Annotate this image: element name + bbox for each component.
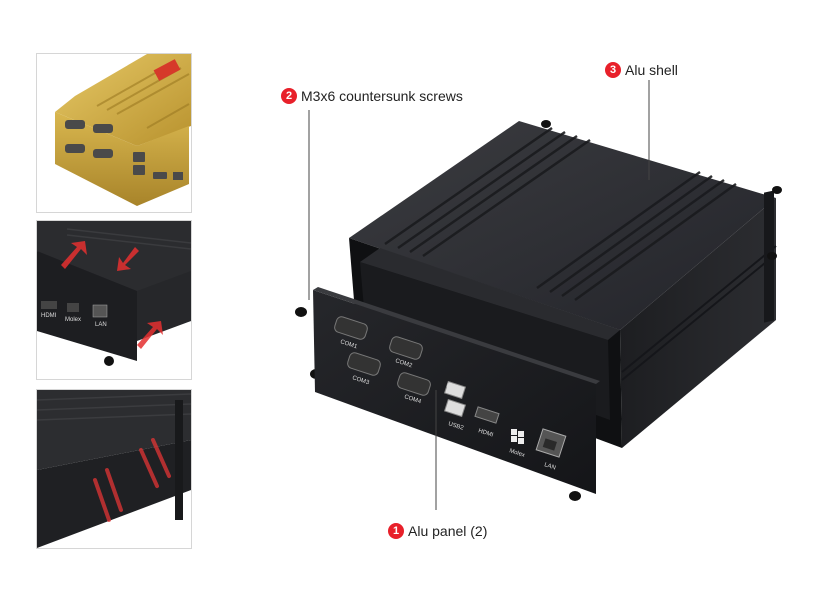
panel-com4-label: COM4 xyxy=(403,394,422,405)
thumbnail-panel-assembly[interactable]: HDMI Molex LAN xyxy=(36,220,192,380)
panel-hdmi-label: HDMI xyxy=(477,428,494,439)
panel-com1-label: COM1 xyxy=(339,339,358,350)
callout-number-badge: 1 xyxy=(388,523,404,539)
panel-assembly-image: HDMI Molex LAN xyxy=(37,221,191,379)
panel-usb1-label: USB1 xyxy=(445,383,462,394)
callout-number-badge: 2 xyxy=(281,88,297,104)
callout-panel-text: Alu panel (2) xyxy=(408,523,488,539)
gold-enclosure-image xyxy=(55,54,191,206)
callout-shell: 3 Alu shell xyxy=(605,62,678,78)
panel-com3-label: COM3 xyxy=(351,375,370,386)
callout-screws-text: M3x6 countersunk screws xyxy=(301,88,463,104)
callout-screws: 2 M3x6 countersunk screws xyxy=(281,88,463,104)
thumb2-lan-label: LAN xyxy=(95,322,107,328)
panel-com2-label: COM2 xyxy=(394,358,413,369)
thumb2-molex-label: Molex xyxy=(65,317,81,323)
thumbnail-gold-enclosure[interactable] xyxy=(36,53,192,213)
callout-panel: 1 Alu panel (2) xyxy=(388,523,487,539)
panel-lan-label: LAN xyxy=(543,462,556,471)
callout-number-badge: 3 xyxy=(605,62,621,78)
panel-molex-label: Molex xyxy=(508,448,525,459)
alu-panel: COM1 COM2 COM3 COM4 USB1 USB2 HDMI Molex… xyxy=(313,287,600,494)
thumbnail-side-detail[interactable] xyxy=(36,389,192,549)
thumb2-hdmi-label: HDMI xyxy=(41,313,57,319)
callout-shell-text: Alu shell xyxy=(625,62,678,78)
callout-leader-lines xyxy=(308,80,650,510)
side-detail-image xyxy=(37,390,191,548)
panel-usb2-label: USB2 xyxy=(447,421,464,432)
